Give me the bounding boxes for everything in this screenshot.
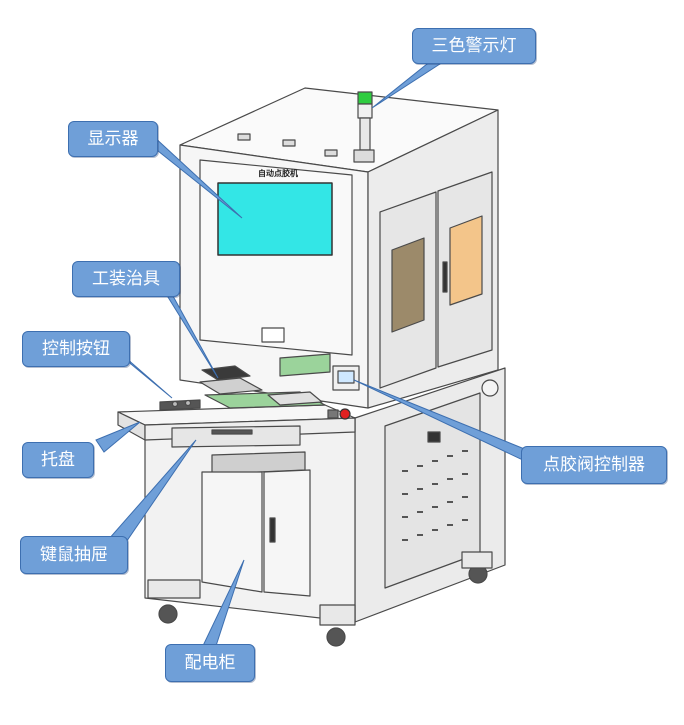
top-hinges — [237, 133, 338, 157]
display-screen — [217, 182, 333, 343]
fixture-rails — [199, 353, 331, 409]
callout-fixture: 工装治具 — [72, 261, 180, 297]
side-vents — [402, 450, 468, 541]
name-plate: 自动点胶机 — [258, 168, 298, 178]
callout-control-buttons: 控制按钮 — [22, 331, 130, 367]
side-port — [481, 379, 499, 397]
callout-display: 显示器 — [68, 121, 158, 157]
side-handle — [427, 431, 441, 443]
callout-tower-light: 三色警示灯 — [412, 28, 536, 64]
callout-keyboard-drawer: 键鼠抽屉 — [20, 536, 128, 574]
electrical-cabinet — [201, 451, 311, 597]
casters — [147, 551, 493, 647]
callout-electrical-cabinet: 配电柜 — [165, 644, 255, 682]
callout-tray: 托盘 — [22, 442, 94, 478]
keyboard-drawer — [171, 425, 301, 448]
callout-dispense-controller: 点胶阀控制器 — [521, 446, 667, 484]
control-button-panel — [159, 399, 351, 420]
tower-light — [353, 91, 375, 163]
side-doors — [379, 171, 493, 389]
dispense-controller — [332, 365, 360, 391]
